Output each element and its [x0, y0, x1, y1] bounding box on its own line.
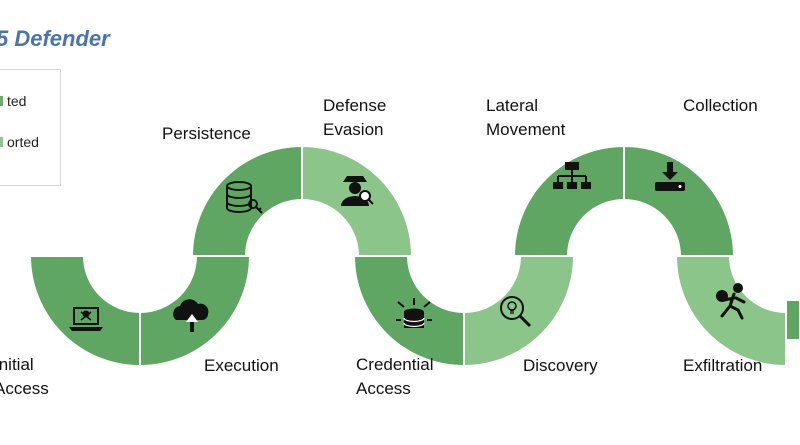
cloud-upload-icon [173, 299, 209, 332]
legend-item-supported: ted [0, 93, 26, 109]
thief-running-icon [716, 283, 746, 320]
label-persistence: Persistence [162, 124, 251, 143]
spy-search-icon [341, 176, 374, 206]
download-drive-icon [655, 162, 685, 191]
laptop-skull-icon [69, 307, 103, 331]
label-discovery: Discovery [523, 356, 598, 375]
legend-swatch-supported [0, 96, 3, 106]
legend-label-supported: ted [7, 93, 27, 109]
legend: ted orted [0, 69, 61, 186]
segment-exfiltration [674, 255, 787, 368]
segment-collection [623, 144, 736, 257]
magnifier-bulb-icon [500, 296, 532, 328]
legend-item-partial: orted [0, 134, 39, 150]
label-execution: Execution [204, 356, 279, 375]
page-title: 5 Defender [0, 26, 110, 51]
segment-discovery [463, 255, 576, 368]
label-exfiltration: Exfiltration [683, 356, 763, 375]
label-initial-access: InitialAccess [0, 355, 49, 398]
segment-continuation [785, 299, 800, 341]
label-collection: Collection [683, 96, 758, 115]
database-key-icon [226, 181, 263, 214]
network-tree-icon [553, 162, 591, 189]
legend-label-partial: orted [7, 134, 39, 150]
segment-lateral-movement [512, 144, 625, 257]
legend-swatch-partial [0, 137, 3, 147]
database-arrows-icon [396, 298, 432, 328]
segment-persistence [190, 144, 303, 257]
